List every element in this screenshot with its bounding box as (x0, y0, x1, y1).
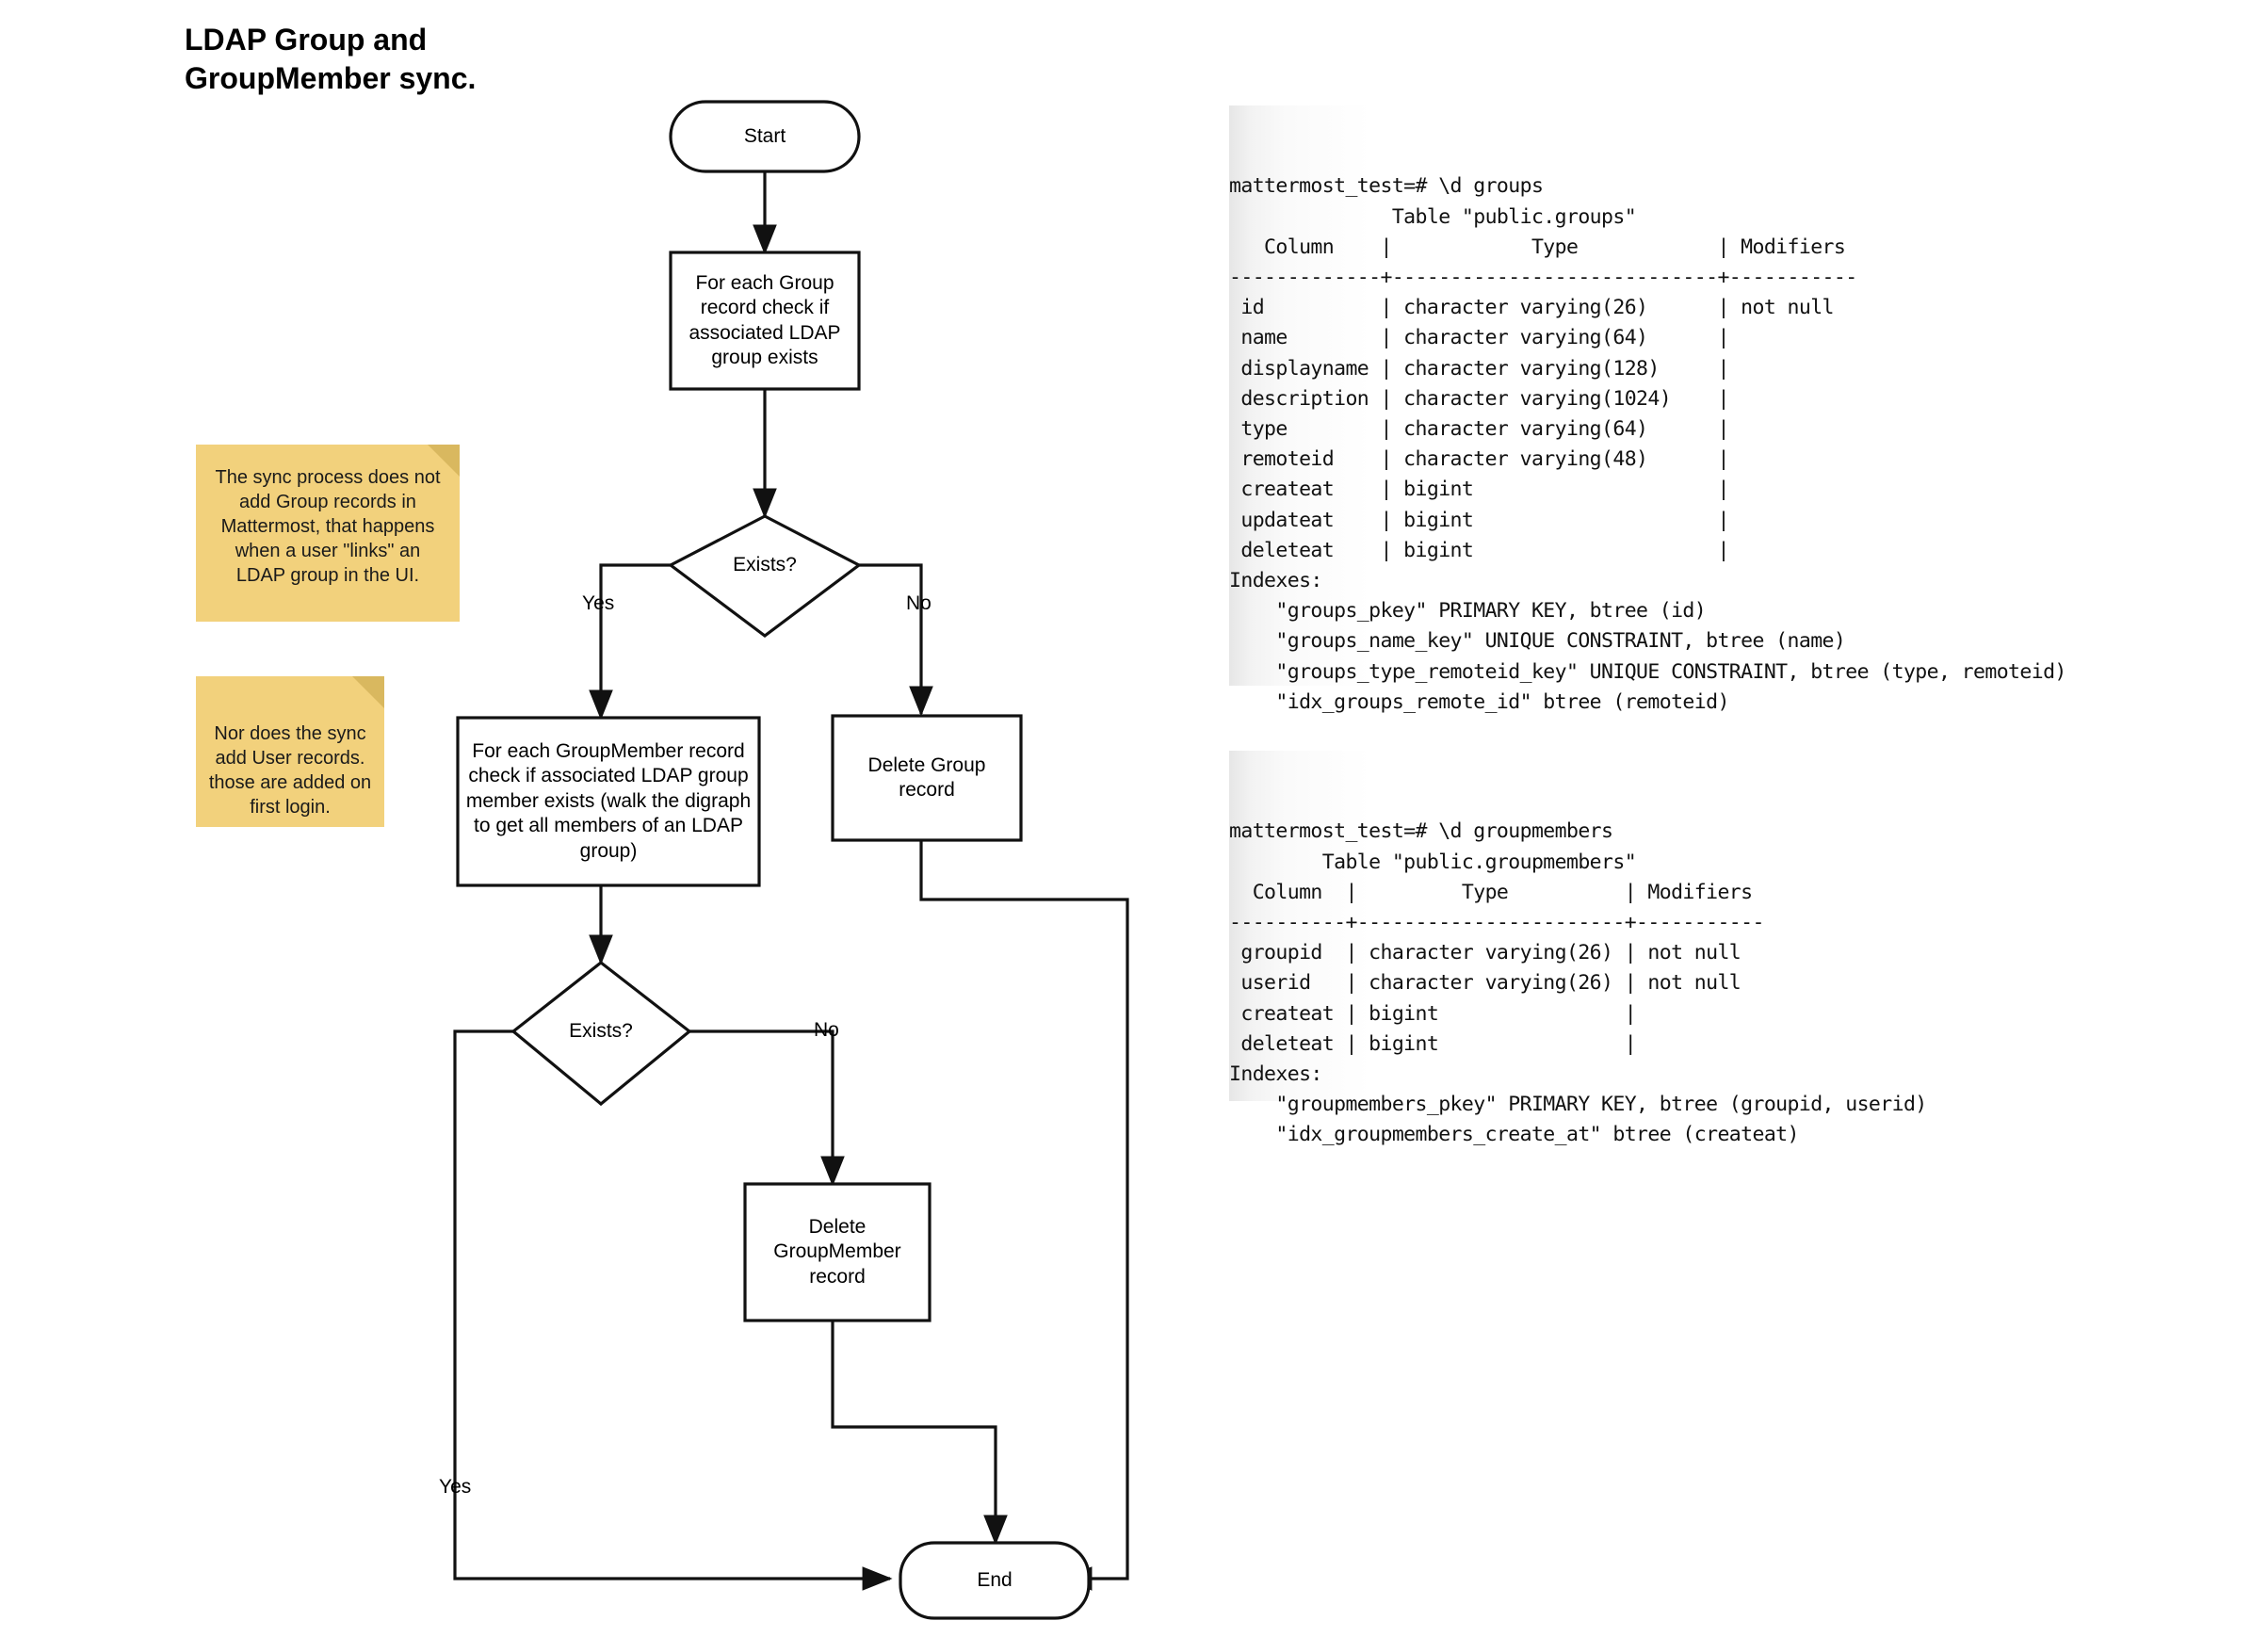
page-title-line-1: LDAP Group and (185, 23, 428, 57)
sticky-note-group-records: The sync process does not add Group reco… (196, 445, 460, 622)
node-start (669, 100, 861, 173)
edge-label-yes-2: Yes (439, 1476, 472, 1498)
edge-delete-group-to-end (919, 840, 1129, 1591)
edge-label-yes-1: Yes (582, 592, 615, 614)
edge-label-no-1: No (906, 592, 932, 614)
sticky-note-user-records: Nor does the sync add User records. thos… (196, 676, 384, 827)
flowchart-graphics (453, 100, 1129, 1620)
node-end (899, 1541, 1091, 1620)
node-check-group (669, 251, 861, 391)
terminal-groupmembers-text: mattermost_test=# \d groupmembers Table … (1229, 819, 1927, 1147)
terminal-output-groups: mattermost_test=# \d groups Table "publi… (1229, 105, 2066, 774)
edge-exists2-yes-to-end (453, 1029, 893, 1591)
terminal-groups-text: mattermost_test=# \d groups Table "publi… (1229, 174, 2066, 774)
edge-delete-groupmember-to-end (831, 1321, 1008, 1546)
node-check-groupmember (456, 716, 761, 887)
note-fold-corner-icon (352, 676, 384, 708)
terminal-output-groupmembers: mattermost_test=# \d groupmembers Table … (1229, 751, 1927, 1146)
sticky-note-group-records-text: The sync process does not add Group reco… (215, 467, 441, 586)
edge-exists1-yes (589, 563, 671, 721)
edge-exists2-no (689, 1029, 845, 1187)
node-exists-2 (510, 960, 692, 1107)
edge-exists1-no (859, 563, 933, 717)
page-title: LDAP Group and GroupMember sync. (185, 21, 580, 98)
edge-label-no-2: No (814, 1019, 839, 1041)
flow-nodes (456, 100, 1091, 1620)
node-delete-group (831, 714, 1023, 842)
node-delete-groupmember (743, 1182, 932, 1322)
flow-connectors (453, 170, 1129, 1591)
page-title-line-2: GroupMember sync. (185, 60, 477, 95)
node-exists-1 (668, 514, 862, 638)
sticky-note-user-records-text: Nor does the sync add User records. thos… (208, 723, 372, 818)
